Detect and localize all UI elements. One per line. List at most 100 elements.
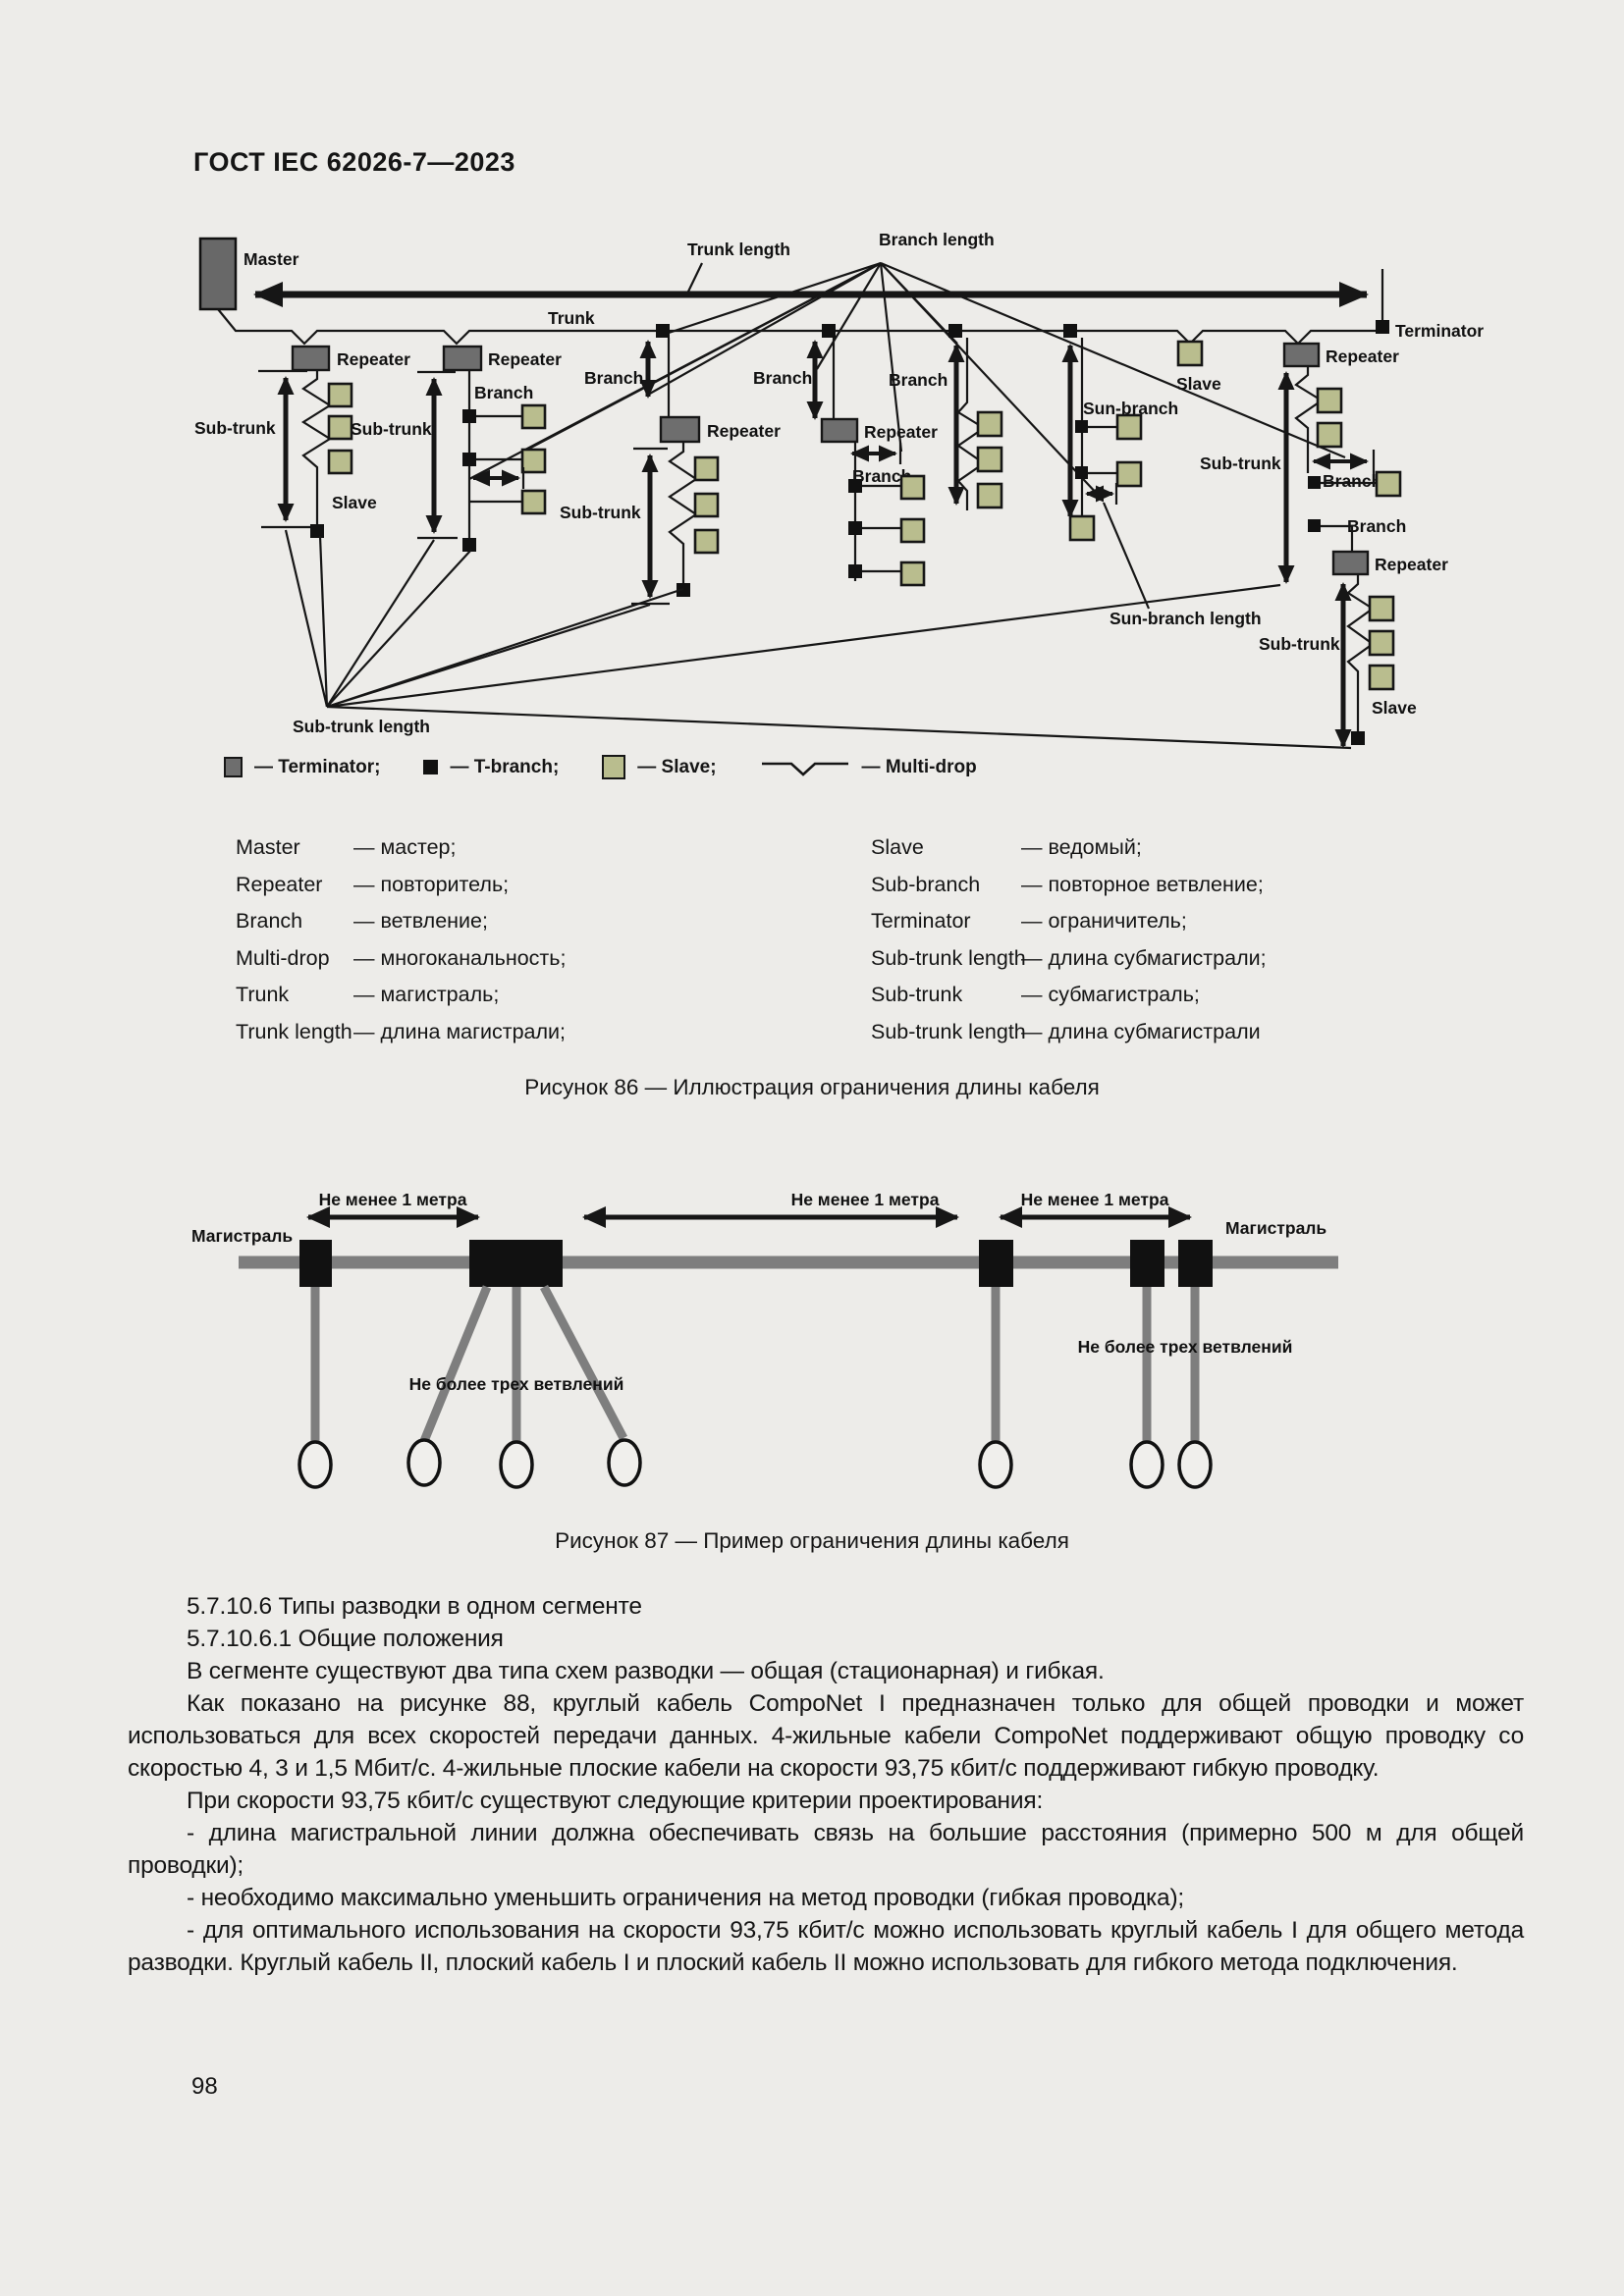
- t-branch-square: [462, 453, 476, 466]
- legend-item: — Terminator;: [224, 757, 380, 778]
- slave-label: Slave: [1176, 374, 1221, 394]
- trunk-label-right: Магистраль: [1225, 1218, 1326, 1238]
- terminator-square: [1376, 320, 1389, 334]
- t-branch-square: [310, 524, 324, 538]
- t-branch-square-icon: [423, 760, 439, 774]
- glossary-def: — повторитель;: [353, 872, 510, 896]
- section-text: 5.7.10.6 Типы разводки в одном сегменте …: [128, 1590, 1524, 1979]
- glossary-term: Trunk length: [236, 1019, 352, 1043]
- t-branch-square: [1308, 519, 1321, 532]
- legend-item: — Multi-drop: [760, 757, 977, 778]
- glossary-def: — повторное ветвление;: [1021, 872, 1264, 896]
- tap-block: [299, 1240, 332, 1287]
- slave-block: [899, 561, 926, 587]
- tap-block: [1178, 1240, 1213, 1287]
- branch-label: Branch: [852, 466, 911, 486]
- glossary-term: Master: [236, 835, 300, 859]
- glossary-term: Repeater: [236, 872, 323, 896]
- page-title: ГОСТ IEC 62026-7—2023: [193, 147, 515, 177]
- paragraph: При скорости 93,75 кбит/с существуют сле…: [187, 1788, 1044, 1814]
- glossary-term: Sub-trunk length: [871, 945, 1026, 970]
- glossary-term: Sub-trunk: [871, 983, 963, 1007]
- legend-label: — Multi-drop: [861, 756, 977, 777]
- glossary-def: — длина субмагистрали: [1021, 1019, 1261, 1043]
- slave-block: [899, 474, 926, 501]
- sun-branch-label: Sun-branch: [1083, 399, 1178, 418]
- t-branch-square: [462, 538, 476, 552]
- slave-block: [1115, 413, 1143, 441]
- subtrunk-label: Sub-trunk: [1200, 454, 1281, 473]
- sun-branch-length-pointer: [1102, 502, 1151, 610]
- figure-87-diagram: Магистраль Магистраль Не менее 1 метра Н…: [191, 1190, 1338, 1489]
- slave-block: [976, 410, 1003, 438]
- repeater-label: Repeater: [707, 421, 781, 441]
- paragraph: Как показано на рисунке 88, круглый кабе…: [128, 1690, 1524, 1782]
- page-number: 98: [191, 2073, 218, 2100]
- t-branch-square: [822, 324, 836, 338]
- branch-label: Branch: [753, 368, 812, 388]
- multi-drop-icon: [761, 762, 848, 776]
- section-heading: 5.7.10.6 Типы разводки в одном сегменте: [187, 1593, 642, 1620]
- min-length-label: Не менее 1 метра: [1021, 1190, 1169, 1209]
- node-circles: [298, 1438, 1213, 1489]
- master-block: [198, 237, 238, 311]
- min-length-label: Не менее 1 метра: [319, 1190, 467, 1209]
- slave-block: [327, 414, 353, 441]
- slave-label: Slave: [1372, 698, 1417, 718]
- branch-label: Branch: [474, 383, 533, 402]
- glossary-def: — ветвление;: [353, 909, 488, 934]
- slave-block: [1176, 340, 1204, 367]
- trunk-line: [217, 308, 1376, 346]
- glossary-term: Sub-trunk length: [871, 1019, 1026, 1043]
- glossary-def: — многоканальность;: [353, 945, 567, 970]
- branch-cables: [310, 1284, 1200, 1443]
- figure-86-legend: — Terminator; — T-branch; — Slave; — Mul…: [224, 755, 1020, 779]
- t-branch-square: [848, 521, 862, 535]
- paragraph: - длина магистральной линии должна обесп…: [128, 1820, 1524, 1879]
- slave-chain-line: [956, 338, 987, 510]
- trunk-label-left: Магистраль: [191, 1226, 293, 1246]
- legend-label: — Terminator;: [254, 756, 381, 777]
- trunk-length-pointer: [687, 262, 703, 293]
- slave-block: [1368, 664, 1395, 691]
- slave-block: [327, 449, 353, 475]
- repeater-label: Repeater: [864, 422, 938, 442]
- slave-block: [520, 448, 547, 474]
- repeater-label: Repeater: [337, 349, 410, 369]
- t-branch-square: [1351, 731, 1365, 745]
- sub-trunk-length-fan: [284, 529, 1352, 750]
- slave-block: [1368, 595, 1395, 622]
- repeater-block: [442, 345, 483, 372]
- max-branches-label: Не более трех ветвлений: [1078, 1337, 1293, 1357]
- slave-block: [693, 455, 720, 482]
- glossary-def: — мастер;: [353, 835, 457, 859]
- repeater-block: [820, 417, 859, 444]
- repeater-block: [659, 415, 701, 444]
- paragraph: В сегменте существуют два типа схем разв…: [187, 1658, 1105, 1684]
- repeater-block: [1282, 342, 1321, 368]
- branch-label: Branch: [889, 370, 947, 390]
- subtrunk-label: Sub-trunk: [560, 503, 641, 522]
- slave-chain-line: [1346, 574, 1375, 733]
- branch-label: Branch: [584, 368, 643, 388]
- slave-block: [1316, 421, 1343, 449]
- repeater-block: [1331, 550, 1370, 576]
- slave-block: [1316, 387, 1343, 414]
- glossary-def: — ограничитель;: [1021, 909, 1187, 934]
- slave-block: [693, 528, 720, 555]
- slave-block: [1368, 629, 1395, 657]
- section-subheading: 5.7.10.6.1 Общие положения: [187, 1626, 504, 1652]
- paragraph: - для оптимального использования на скор…: [128, 1917, 1524, 1976]
- glossary-term: Branch: [236, 909, 303, 934]
- slave-block: [976, 482, 1003, 509]
- slave-block: [976, 446, 1003, 473]
- slave-block: [520, 403, 547, 430]
- t-branch-square: [948, 324, 962, 338]
- slave-label: Slave: [332, 493, 377, 512]
- min-length-label: Не менее 1 метра: [791, 1190, 940, 1209]
- figure-86-glossary: Master — мастер; Slave — ведомый; Repeat…: [236, 829, 1267, 1051]
- slave-block: [899, 517, 926, 544]
- glossary-term: Multi-drop: [236, 945, 330, 970]
- glossary-def: — длина субмагистрали;: [1021, 945, 1267, 970]
